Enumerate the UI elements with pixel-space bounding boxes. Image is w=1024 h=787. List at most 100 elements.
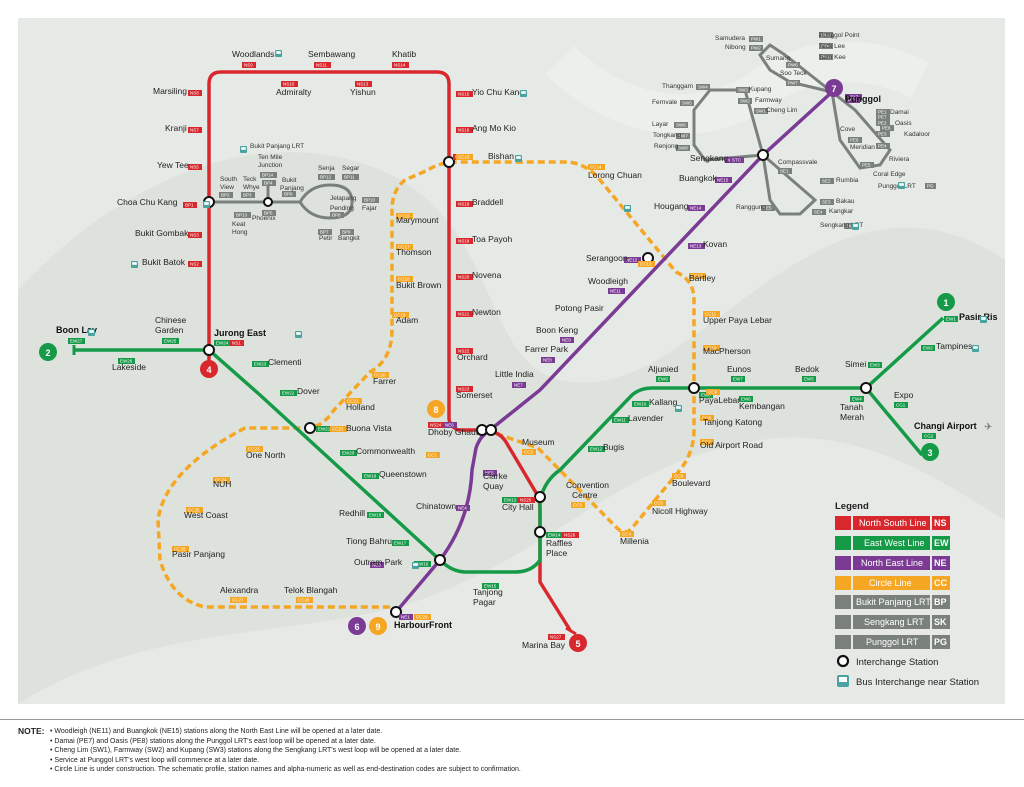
station-farmway[interactable]: Farmway [755,97,782,104]
station-jurong-east[interactable]: Jurong East [214,328,266,338]
station-fajar[interactable]: Fajar [362,205,378,212]
station-thanggam[interactable]: Thanggam [662,83,693,90]
station-sengkang[interactable]: Sengkang [690,153,729,163]
station-cove[interactable]: Cove [840,126,856,133]
station-alexandra[interactable]: Alexandra [220,585,259,595]
station-lavender[interactable]: Lavender [628,413,664,423]
station-bedok[interactable]: Bedok [795,364,820,374]
station-marina-bay[interactable]: Marina Bay [522,640,566,650]
station-toa-payoh[interactable]: Toa Payoh [472,234,512,244]
station-newton[interactable]: Newton [472,307,501,317]
station-marsiling[interactable]: Marsiling [153,86,187,96]
station-nuh[interactable]: NUH [213,479,231,489]
station-queenstown[interactable]: Queenstown [379,469,427,479]
station-woodlands[interactable]: Woodlands [232,49,274,59]
station-khatib[interactable]: Khatib [392,49,416,59]
station-riviera[interactable]: Riviera [889,156,910,163]
station-nicoll-highway[interactable]: Nicoll Highway [652,506,708,516]
station-museum[interactable]: Museum [522,437,555,447]
station-bukit-batok[interactable]: Bukit Batok [142,257,186,267]
station-dhoby-ghaut[interactable]: Dhoby Ghaut [428,427,479,437]
station-yishun[interactable]: Yishun [350,87,376,97]
station-outram-park[interactable]: Outram Park [354,557,403,567]
station-pending[interactable]: Pending [330,205,354,212]
station-bartley[interactable]: Bartley [689,273,716,283]
station-bukit-gombak[interactable]: Bukit Gombak [135,228,189,238]
station-novena[interactable]: Novena [472,270,502,280]
station-dover[interactable]: Dover [297,386,320,396]
interchange-buona-vista[interactable] [304,422,316,434]
station-ranggung[interactable]: Ranggung [736,204,766,211]
station-kovan[interactable]: Kovan [703,239,727,249]
station-nibong[interactable]: Nibong [725,44,746,51]
station-pasir-ris[interactable]: Pasir Ris [959,312,998,322]
interchange-dhoby-ghaut-2[interactable] [485,424,497,436]
station-orchard[interactable]: Orchard [457,352,488,362]
station-somerset[interactable]: Somerset [456,390,493,400]
station-sengkang-lrt[interactable]: Sengkang LRT [820,222,863,229]
station-oasis[interactable]: Oasis [895,120,912,127]
station-farrer[interactable]: Farrer [373,376,396,386]
station-bakau[interactable]: Bakau [836,198,855,205]
station-bugis[interactable]: Bugis [603,442,624,452]
station-soo-teck[interactable]: Soo Teck [780,70,807,77]
station-expo[interactable]: Expo [894,390,914,400]
station-sembawang[interactable]: Sembawang [308,49,356,59]
station-clementi[interactable]: Clementi [268,357,302,367]
station-boulevard[interactable]: Boulevard [672,478,711,488]
station-west-coast[interactable]: West Coast [184,510,228,520]
station-harbourfront[interactable]: HarbourFront [394,620,452,630]
interchange-harbourfront[interactable] [390,606,402,618]
station-yew-tee[interactable]: Yew Tee [157,160,189,170]
interchange-outram-park[interactable] [434,554,446,566]
station-punggol[interactable]: Punggol [845,94,881,104]
station-lorong-chuan[interactable]: Lorong Chuan [588,170,642,180]
station-lakeside[interactable]: Lakeside [112,362,146,372]
station-millenia[interactable]: Millenia [620,536,649,546]
station-telok-blangah[interactable]: Telok Blangah [284,585,338,595]
station-damai[interactable]: Damai [890,109,909,116]
station-redhill[interactable]: Redhill [339,508,365,518]
station-farrer-park[interactable]: Farrer Park [525,344,569,354]
station-paya-lebar[interactable]: PayaLebar [699,395,740,405]
station-compassvale[interactable]: Compassvale [778,159,818,166]
station-upper-paya-lebar[interactable]: Upper Paya Lebar [703,315,772,325]
station-punggol-point[interactable]: Punggol Point [819,32,860,39]
station-eunos[interactable]: Eunos [727,364,751,374]
station-hougang[interactable]: Hougang [654,201,689,211]
station-changi-airport[interactable]: Changi Airport [914,421,977,431]
station-aljunied[interactable]: Aljunied [648,364,679,374]
station-old-airport-road[interactable]: Old Airport Road [700,440,763,450]
interchange-tanah-merah[interactable] [860,382,872,394]
station-buangkok[interactable]: Buangkok [679,173,718,183]
station-kranji[interactable]: Kranji [165,123,187,133]
station-tiong-bahru[interactable]: Tiong Bahru [346,536,392,546]
station-teck-lee[interactable]: Teck Lee [819,43,845,50]
station-segar[interactable]: Segar [342,165,360,172]
station-tanjong-katong[interactable]: Tanjong Katong [703,417,762,427]
station-admiralty[interactable]: Admiralty [276,87,312,97]
station-bangkit[interactable]: Bangkit [338,235,360,242]
station-coral-edge[interactable]: Coral Edge [873,171,906,178]
station-bishan[interactable]: Bishan [488,151,514,161]
station-city-hall[interactable]: City Hall [502,502,534,512]
station-holland[interactable]: Holland [346,402,375,412]
interchange-bishan[interactable] [443,156,455,168]
station-sam-kee[interactable]: Sam Kee [819,54,846,61]
interchange-sengkang[interactable] [757,149,769,161]
station-woodleigh[interactable]: Woodleigh [588,276,628,286]
station-bukit-brown[interactable]: Bukit Brown [396,280,442,290]
station-kupang[interactable]: Kupang [749,86,772,93]
station-layar[interactable]: Layar [652,121,669,128]
station-chinatown[interactable]: Chinatown [416,501,456,511]
station-thomson[interactable]: Thomson [396,247,432,257]
station-boon-lay[interactable]: Boon Lay [56,325,97,335]
station-serangoon[interactable]: Serangoon [586,253,628,263]
interchange-jurong-east[interactable] [203,344,215,356]
station-commonwealth[interactable]: Commonwealth [356,446,415,456]
